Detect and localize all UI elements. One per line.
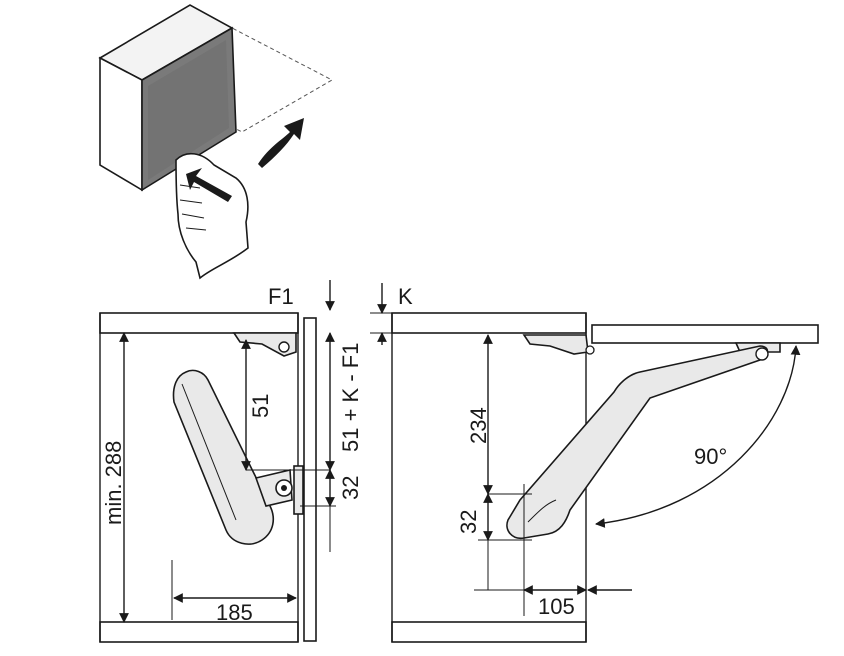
- lift-arm-open: [506, 345, 769, 540]
- left-cabinet-view: [99, 280, 336, 643]
- label-dim-185: 185: [216, 600, 253, 625]
- label-angle: 90°: [694, 444, 727, 469]
- hand-icon: [175, 152, 249, 280]
- label-dim-51-k-f1: 51 + K - F1: [338, 343, 363, 452]
- label-dim-32-right: 32: [456, 510, 481, 534]
- label-f1: F1: [268, 284, 294, 309]
- label-min-height: min. 288: [101, 441, 126, 525]
- right-cabinet-view: [370, 283, 819, 643]
- cabinet-door: [141, 26, 237, 192]
- label-k: K: [398, 284, 413, 309]
- push-arrow-icon: [186, 168, 232, 202]
- cabinet-opening-illustration: [98, 4, 334, 280]
- label-dim-32-left: 32: [338, 476, 363, 500]
- lift-arm: [172, 369, 275, 545]
- lift-arrow-icon: [258, 118, 304, 168]
- label-dim-51: 51: [248, 394, 273, 418]
- label-dim-234: 234: [466, 407, 491, 444]
- label-dim-105: 105: [538, 594, 575, 619]
